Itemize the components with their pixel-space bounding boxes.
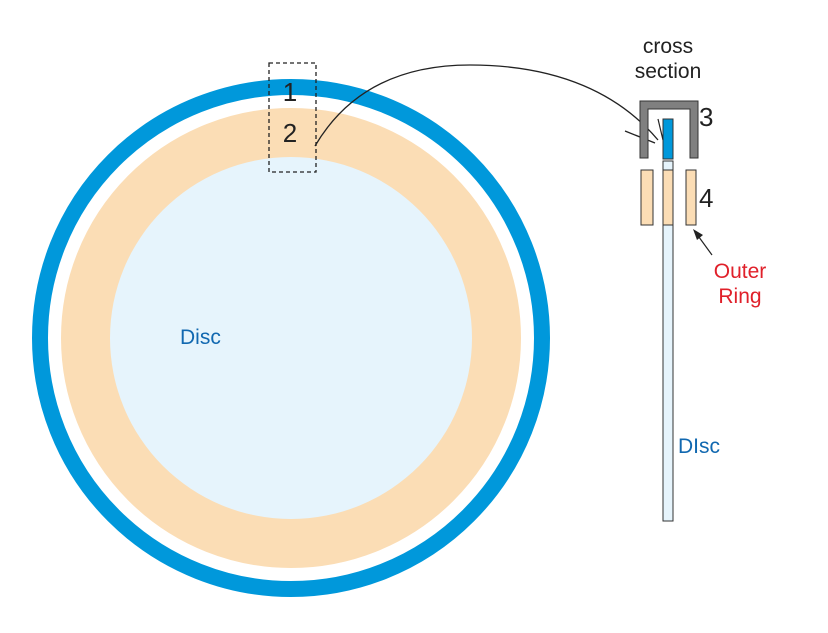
section-lead-line [657,118,664,141]
peach-section-left [640,169,654,226]
marker-2: 2 [283,118,297,148]
outer-blue-ring [32,79,550,597]
disc-front-label: Disc [180,326,221,349]
front-view [32,62,550,597]
disc-face [110,157,472,519]
outer-ring-arrow-head [693,229,703,240]
detail-box [268,62,317,173]
outer-ring-label-line1: Outer [714,260,767,283]
peach-ring [61,108,521,568]
disc-section [662,160,674,522]
cross-section-label-line1: cross [643,35,693,58]
peach-section-mid [662,169,674,226]
outer-ring-label-line2: Ring [718,285,761,308]
connector-arc [314,64,659,147]
marker-3: 3 [699,102,713,132]
marker-1: 1 [283,77,297,107]
gray-cap [639,100,699,159]
disc-side-label: DIsc [678,435,720,458]
marker-4: 4 [699,183,713,213]
peach-section-right [685,169,697,226]
cross-section-view [639,100,713,522]
blue-ring-section [662,118,674,160]
cross-section-label-line2: section [635,60,702,83]
